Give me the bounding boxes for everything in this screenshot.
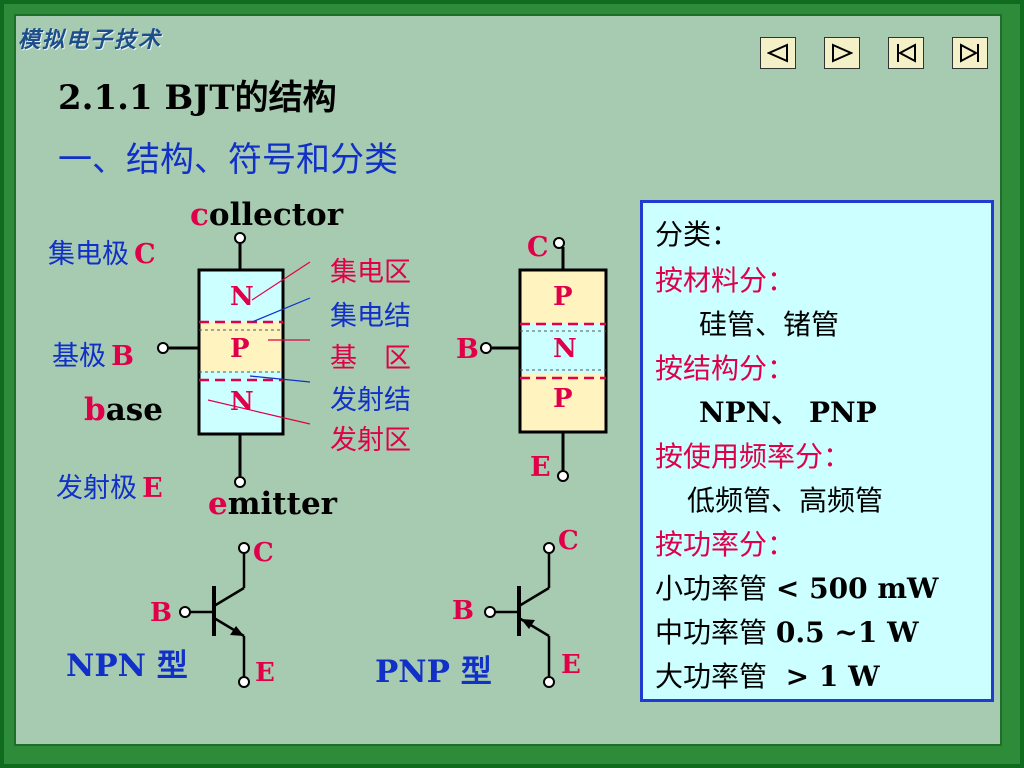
collector-cn-label: 集电极 C bbox=[48, 239, 156, 270]
pnp-base-letter: B bbox=[456, 334, 479, 365]
npn-sym-b-terminal bbox=[179, 606, 191, 618]
pnp-sym-c-slant bbox=[518, 586, 550, 608]
npn-sym-e-terminal bbox=[238, 676, 250, 688]
pnp-sym-c-terminal bbox=[543, 542, 555, 554]
first-button[interactable] bbox=[888, 37, 924, 69]
last-icon bbox=[960, 43, 979, 63]
collector-label: collector bbox=[190, 197, 344, 233]
pnp-emitter-terminal bbox=[557, 470, 569, 482]
region-label-collector-junction: 集电结 bbox=[330, 301, 411, 332]
npn-sym-b-letter: B bbox=[150, 598, 172, 628]
classification-panel: 分类： 按材料分： 硅管、锗管 按结构分： NPN、 PNP 按使用频率分： 低… bbox=[640, 200, 994, 702]
by-frequency-heading: 按使用频率分： bbox=[655, 440, 852, 473]
pnp-layer-n bbox=[520, 324, 606, 374]
power-large-row: 大功率管 > 1 W bbox=[655, 660, 880, 693]
npn-layer-n-bottom bbox=[199, 372, 283, 434]
npn-layer-label-n-top: N bbox=[230, 282, 254, 312]
npn-base-terminal bbox=[157, 342, 169, 354]
pnp-base-terminal bbox=[480, 342, 492, 354]
next-button[interactable] bbox=[824, 37, 860, 69]
npn-emitter-terminal bbox=[234, 476, 246, 488]
base-cn-label: 基极 B bbox=[52, 341, 134, 372]
region-label-collector-region: 集电区 bbox=[330, 257, 411, 288]
npn-sym-c-terminal bbox=[238, 542, 250, 554]
npn-sym-e-letter: E bbox=[255, 658, 275, 688]
leader-collector-region bbox=[251, 261, 311, 301]
region-label-emitter-junction: 发射结 bbox=[330, 385, 411, 416]
leader-emitter-region bbox=[207, 399, 311, 425]
npn-type-label: NPN 型 bbox=[66, 648, 188, 684]
first-icon bbox=[897, 43, 916, 63]
power-mid-row: 中功率管 0.5 ~1 W bbox=[655, 616, 919, 649]
region-label-base-region: 基 区 bbox=[330, 343, 411, 374]
pnp-sym-b-letter: B bbox=[452, 596, 474, 626]
leader-collector-junction bbox=[251, 297, 311, 323]
npn-sym-c-letter: C bbox=[253, 538, 274, 568]
material-values: 硅管、锗管 bbox=[699, 308, 840, 341]
pnp-collector-letter: C bbox=[527, 232, 549, 263]
prev-button[interactable] bbox=[760, 37, 796, 69]
pnp-sym-e-terminal bbox=[543, 676, 555, 688]
npn-layer-label-n-bottom: N bbox=[230, 387, 254, 417]
pnp-layer-label-p-top: P bbox=[553, 282, 573, 312]
next-icon bbox=[832, 43, 853, 63]
by-structure-heading: 按结构分： bbox=[655, 352, 796, 385]
section-subtitle: 一、结构、符号和分类 bbox=[58, 140, 398, 180]
pnp-sym-b-terminal bbox=[484, 606, 496, 618]
npn-collector-terminal bbox=[234, 232, 246, 244]
region-label-emitter-region: 发射区 bbox=[330, 425, 411, 456]
pnp-sym-arrow-icon bbox=[521, 619, 535, 629]
emitter-cn-label: 发射极 E bbox=[56, 473, 163, 504]
classification-heading: 分类： bbox=[655, 218, 740, 251]
npn-layer-label-p: P bbox=[230, 334, 250, 364]
pnp-layer-p-bottom bbox=[520, 374, 606, 432]
brand-title: 模拟电子技术 bbox=[18, 27, 163, 53]
nav-bar bbox=[760, 37, 988, 69]
npn-layer-n-top bbox=[199, 270, 283, 322]
prev-icon bbox=[767, 43, 788, 63]
pnp-emitter-letter: E bbox=[530, 452, 551, 483]
by-material-heading: 按材料分： bbox=[655, 264, 796, 297]
emitter-label: emitter bbox=[208, 486, 338, 522]
frequency-values: 低频管、高频管 bbox=[687, 484, 884, 517]
power-small-row: 小功率管 < 500 mW bbox=[655, 572, 939, 605]
pnp-collector-terminal bbox=[553, 237, 565, 249]
npn-sym-arrow-icon bbox=[230, 626, 244, 636]
pnp-layer-label-n: N bbox=[553, 334, 577, 364]
structure-values: NPN、 PNP bbox=[699, 396, 877, 429]
pnp-layer-p-top bbox=[520, 270, 606, 324]
pnp-layer-label-p-bottom: P bbox=[553, 384, 573, 414]
npn-sym-c-slant bbox=[213, 586, 245, 608]
last-button[interactable] bbox=[952, 37, 988, 69]
leader-emitter-junction bbox=[249, 375, 311, 383]
pnp-sym-e-letter: E bbox=[561, 650, 581, 680]
by-power-heading: 按功率分： bbox=[655, 528, 796, 561]
page-title: 2.1.1 BJT的结构 bbox=[58, 78, 337, 118]
base-label: base bbox=[84, 392, 163, 428]
pnp-sym-c-letter: C bbox=[558, 526, 579, 556]
pnp-type-label: PNP 型 bbox=[375, 654, 492, 690]
